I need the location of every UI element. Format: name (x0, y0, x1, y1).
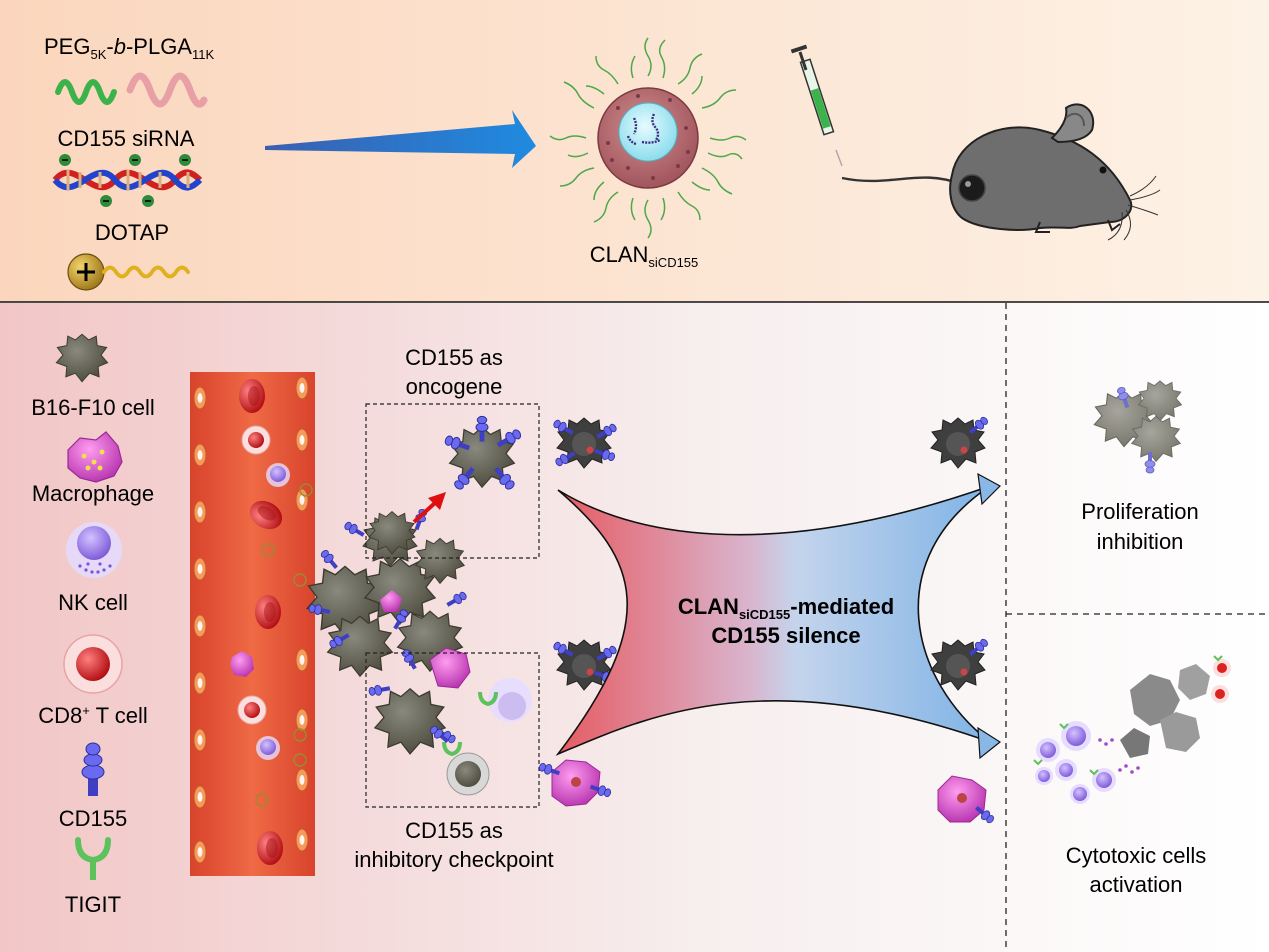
polymer-b: b (113, 34, 126, 59)
oncogene-label-line2: oncogene (405, 374, 503, 399)
checkpoint-label-line2: inhibitory checkpoint (354, 847, 554, 872)
oncogene-label-line1: CD155 as (405, 345, 503, 370)
legend-nk-cell-icon (66, 522, 122, 578)
checkpoint-label-line1: CD155 as (405, 818, 503, 843)
outcome-macrophage (937, 775, 997, 826)
sirna-helix-icon (52, 154, 203, 207)
syringe-icon (790, 44, 843, 167)
cd8-sup: + (82, 703, 90, 718)
arrowhead-bottom (977, 726, 1002, 760)
legend-macrophage-label: Macrophage (31, 481, 155, 506)
proliferation-label-line1: Proliferation (1081, 499, 1199, 524)
proliferation-red-arrow (412, 492, 446, 524)
macrophage-cell-middle (537, 759, 613, 807)
legend-cd155-label: CD155 (58, 806, 128, 831)
legend-cd8-label: CD8+ T cell (38, 703, 148, 729)
legend-tumor-cell-label: B16-F10 cell (31, 395, 155, 420)
polymer-dash: -PLGA (125, 34, 192, 59)
synthesis-arrow (265, 110, 536, 168)
dotap-lipid-icon (67, 253, 190, 291)
oncogene-box (365, 403, 540, 559)
arrowhead-top (977, 472, 1001, 506)
activated-cytotoxic-cells-icon (1033, 655, 1231, 804)
checkpoint-nk-cell-icon (478, 678, 532, 722)
polymer-label: PEG5K-b-PLGA11K (44, 34, 215, 62)
legend-tigit-icon (75, 837, 111, 880)
silence-rest: -mediated (790, 594, 895, 619)
nanoparticle-main: CLAN (589, 242, 649, 267)
checkpoint-box (365, 652, 540, 808)
dotap-label: DOTAP (94, 220, 170, 245)
checkpoint-t-cell-icon (427, 723, 490, 796)
silence-main: CLAN (677, 594, 739, 619)
legend-cd8-t-cell-icon (63, 634, 123, 694)
cytotoxic-label-line2: activation (1089, 872, 1183, 897)
polymer-sub1: 5K (90, 47, 107, 62)
cytotoxic-label-line1: Cytotoxic cells (1065, 843, 1207, 868)
polymer-sub2: 11K (191, 47, 215, 62)
legend-tigit-label: TIGIT (64, 892, 122, 917)
silence-sub: siCD155 (738, 607, 791, 622)
silence-label-line2: CD155 silence (711, 623, 861, 648)
blood-vessel (190, 372, 315, 876)
legend-cd155-icon (81, 742, 105, 796)
polymer-prefix: PEG (44, 34, 91, 59)
silence-label-line1: CLANsiCD155-mediated (677, 594, 895, 622)
proliferation-label-line2: inhibition (1096, 529, 1184, 554)
legend-macrophage-icon (67, 431, 123, 483)
nanoparticle-sub: siCD155 (648, 255, 699, 270)
sirna-label: CD155 siRNA (57, 126, 195, 151)
nanoparticle-label: CLANsiCD155 (589, 242, 699, 270)
polymer-mid: - (106, 34, 114, 59)
legend-nk-cell-label: NK cell (58, 590, 128, 615)
cd8-main: CD8 (38, 703, 83, 728)
peg-plga-polymer-icon (55, 72, 208, 108)
cd8-rest: T cell (89, 703, 148, 728)
tumor-cluster (306, 507, 471, 755)
mouse-icon (841, 103, 1161, 241)
nanoparticle-icon (549, 37, 747, 239)
